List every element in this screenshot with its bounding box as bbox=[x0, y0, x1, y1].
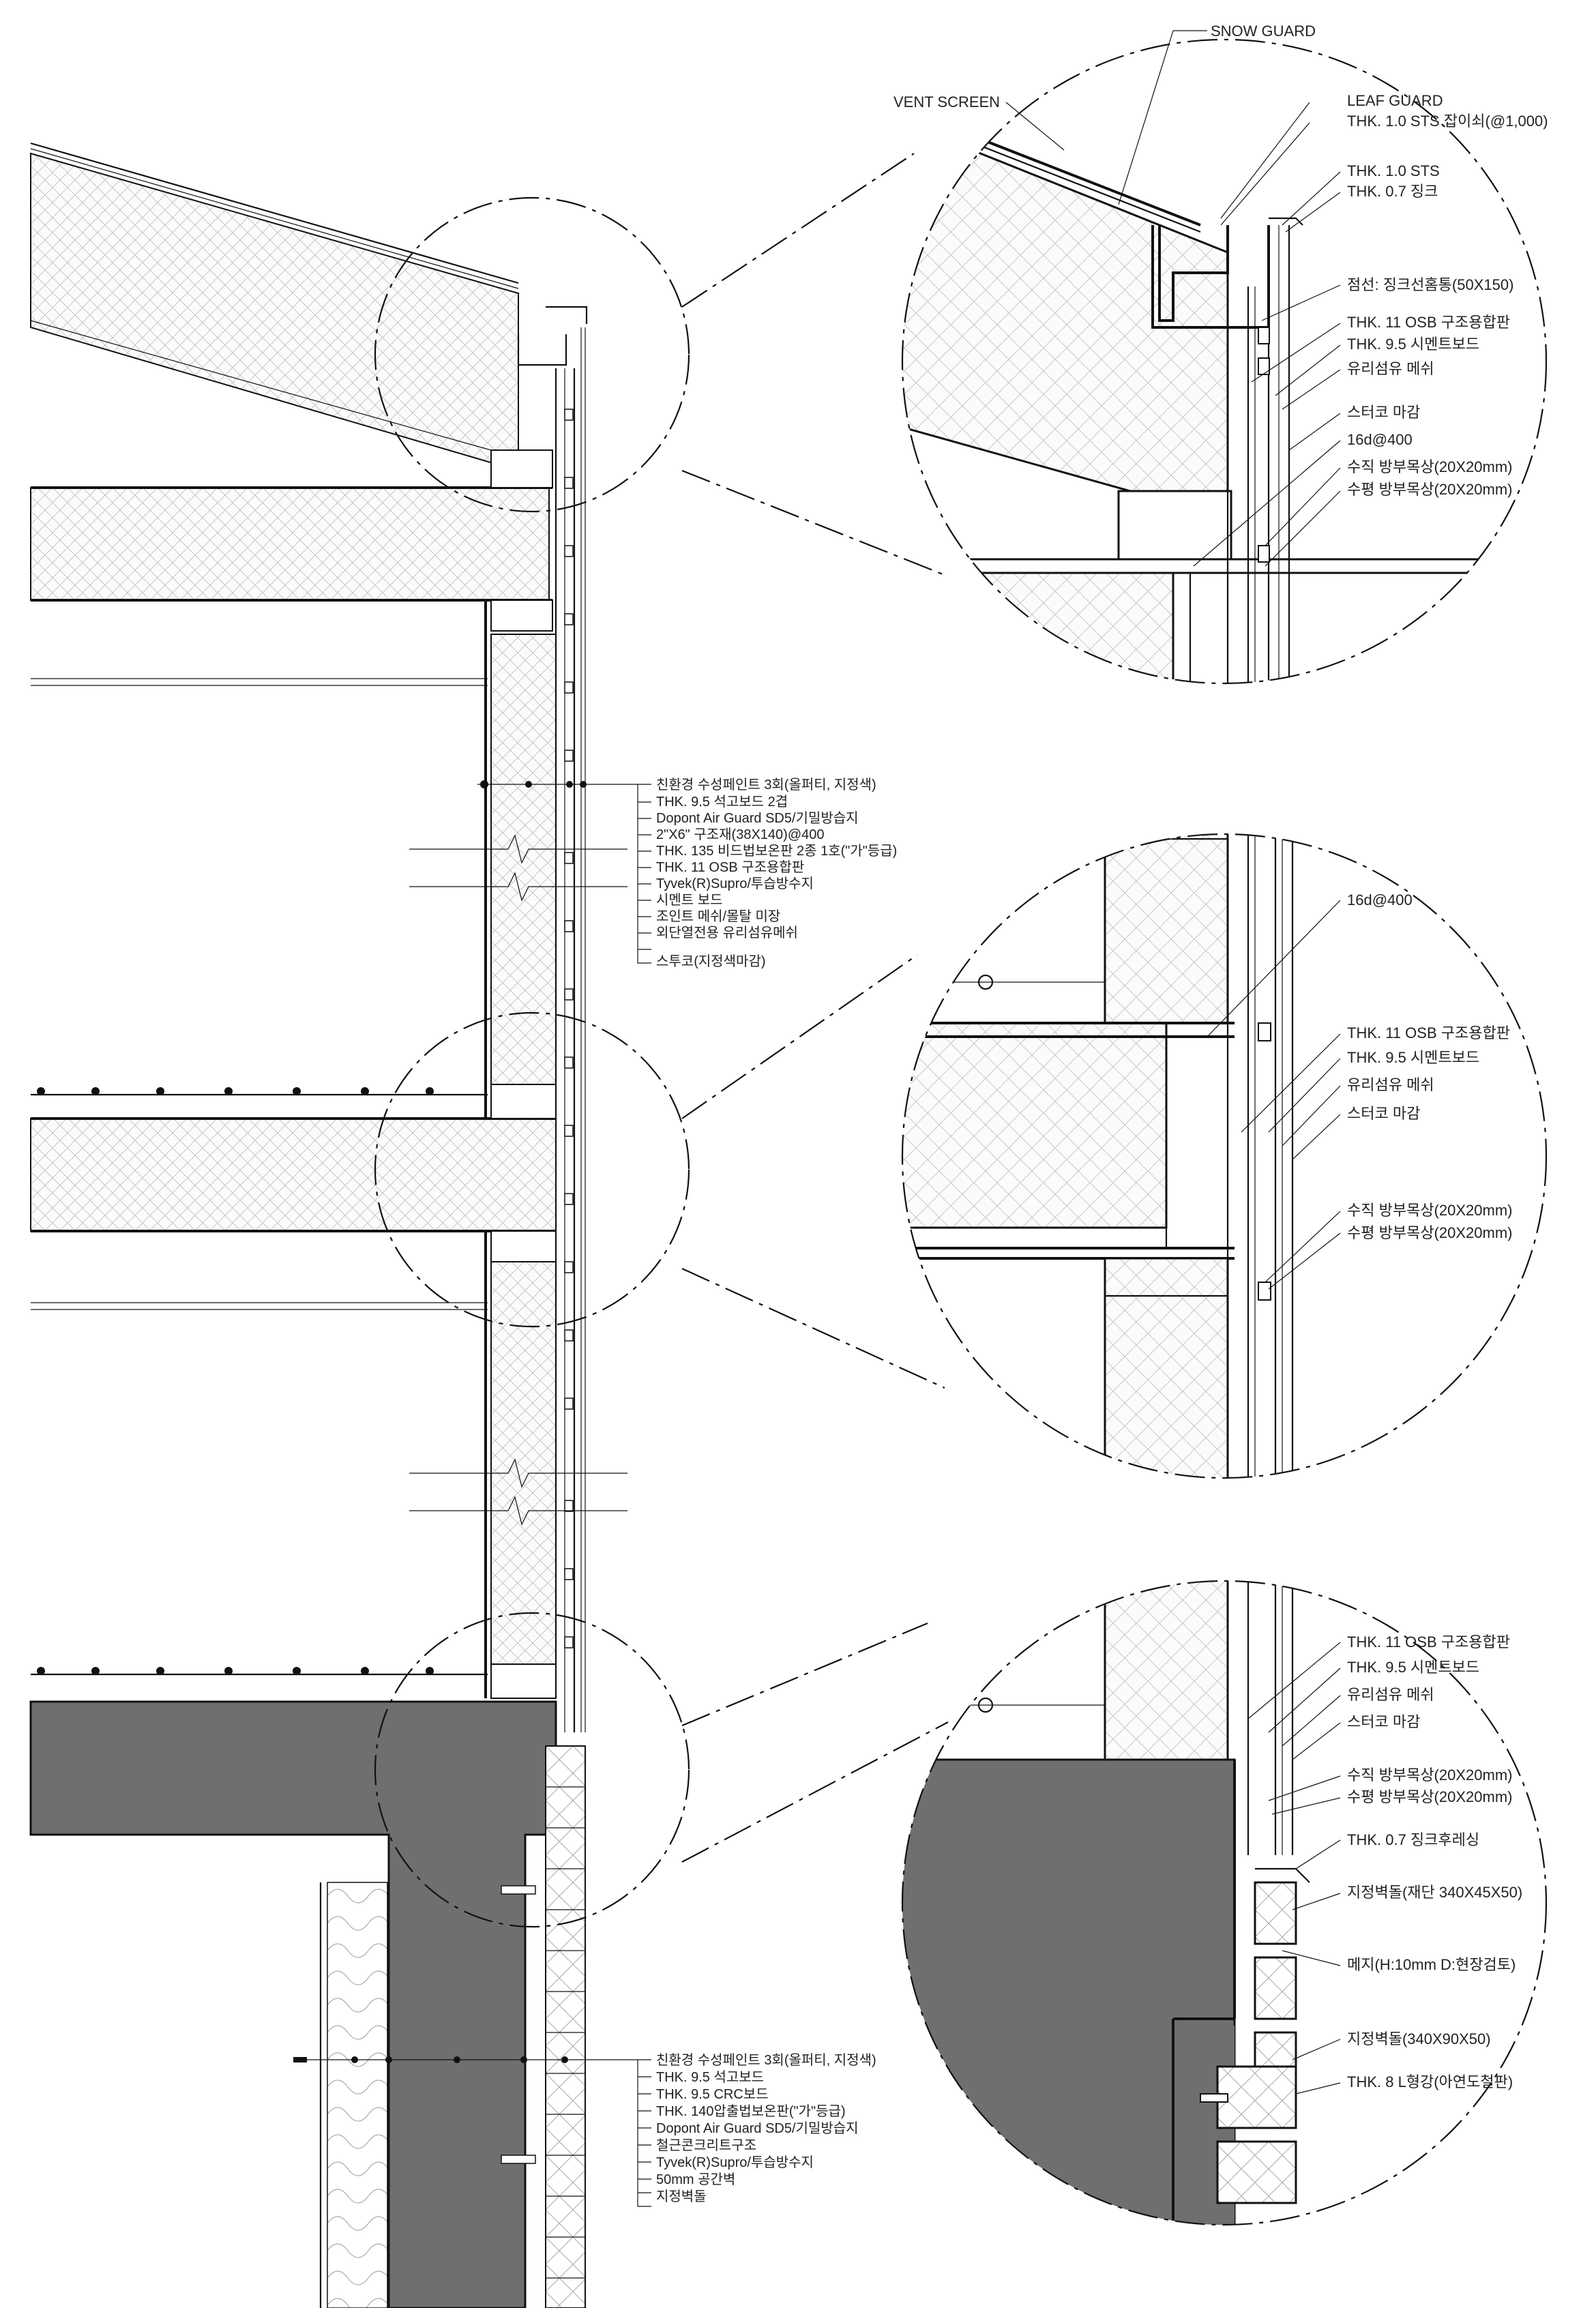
mid-floor-layer bbox=[30, 1118, 557, 1232]
roof-label-4: 점선: 징크선홈통(50X150) bbox=[1347, 276, 1513, 293]
roof-label-6: THK. 9.5 시멘트보드 bbox=[1347, 336, 1479, 353]
floor-label-0: 16d@400 bbox=[1347, 891, 1413, 908]
wall-label-2: Dopont Air Guard SD5/기밀방습지 bbox=[656, 810, 859, 826]
reference-circles bbox=[374, 153, 949, 1928]
wall-anchors bbox=[501, 1885, 536, 2164]
base-label-6: THK. 0.7 징크후레싱 bbox=[1347, 1831, 1479, 1848]
roof-label-1: THK. 1.0 STS 잡이쇠(@1,000) bbox=[1347, 113, 1548, 130]
basement-label-6: Tyvek(R)Supro/투습방수지 bbox=[656, 2155, 814, 2170]
base-label-0: THK. 11 OSB 구조용합판 bbox=[1347, 1633, 1510, 1651]
floor-label-2: THK. 9.5 시멘트보드 bbox=[1347, 1049, 1479, 1066]
base-label-4: 수직 방부목상(20X20mm) bbox=[1347, 1766, 1512, 1784]
basement-label-7: 50mm 공간벽 bbox=[656, 2172, 735, 2187]
wall-label-10: 스투코(지정색마감) bbox=[656, 953, 766, 969]
wall-label-0: 친환경 수성페인트 3회(올퍼티, 지정색) bbox=[656, 777, 876, 793]
roof-label-7: 유리섬유 메쉬 bbox=[1347, 360, 1434, 377]
roof-insulation bbox=[30, 152, 519, 472]
basement-label-0: 친환경 수성페인트 3회(올퍼티, 지정색) bbox=[656, 2052, 876, 2068]
base-label-2: 유리섬유 메쉬 bbox=[1347, 1686, 1434, 1703]
gutter bbox=[517, 334, 567, 366]
base-label-3: 스터코 마감 bbox=[1347, 1713, 1420, 1730]
basement-label-8: 지정벽돌 bbox=[656, 2189, 707, 2204]
roof-label-2: THK. 1.0 STS bbox=[1347, 162, 1440, 179]
roof-label-5: THK. 11 OSB 구조용합판 bbox=[1347, 314, 1510, 331]
base-label-5: 수평 방부목상(20X20mm) bbox=[1347, 1788, 1512, 1805]
roof-label-8: 스터코 마감 bbox=[1347, 404, 1420, 421]
wall-label-6: Tyvek(R)Supro/투습방수지 bbox=[656, 876, 814, 891]
floor-label-1: THK. 11 OSB 구조용합판 bbox=[1347, 1024, 1510, 1041]
floor-detail: 16d@400 THK. 11 OSB 구조용합판 THK. 9.5 시멘트보드… bbox=[901, 833, 1548, 1479]
brick-veneer bbox=[545, 1745, 586, 2308]
base-label-8: 메지(H:10mm D:현장검토) bbox=[1347, 1956, 1516, 1973]
wall-battens bbox=[564, 409, 574, 1648]
wall-label-7: 시멘트 보드 bbox=[656, 892, 723, 908]
wall-callout: 친환경 수성페인트 3회(올퍼티, 지정색) THK. 9.5 석고보드 2겹 … bbox=[477, 777, 897, 969]
roof-label-11: 수평 방부목상(20X20mm) bbox=[1347, 481, 1512, 498]
roof-label-0: LEAF GUARD bbox=[1347, 92, 1443, 109]
basement-label-4: Dopont Air Guard SD5/기밀방습지 bbox=[656, 2120, 859, 2136]
basement-callout: 친환경 수성페인트 3회(올퍼티, 지정색) THK. 9.5 석고보드 THK… bbox=[293, 2052, 876, 2207]
wall-label-3: 2"X6" 구조재(38X140)@400 bbox=[656, 827, 825, 842]
roof-label-10: 수직 방부목상(20X20mm) bbox=[1347, 458, 1512, 475]
wall-label-9: 외단열전용 유리섬유메쉬 bbox=[656, 925, 798, 941]
floor-label-5: 수직 방부목상(20X20mm) bbox=[1347, 1202, 1512, 1219]
floor-label-4: 스터코 마감 bbox=[1347, 1105, 1420, 1122]
floor-label-6: 수평 방부목상(20X20mm) bbox=[1347, 1224, 1512, 1241]
break-lines bbox=[409, 834, 627, 1526]
main-section bbox=[29, 142, 627, 2308]
wall-label-5: THK. 11 OSB 구조용합판 bbox=[656, 859, 804, 875]
concrete-structure bbox=[29, 1700, 557, 2308]
vent-screen-label: VENT SCREEN bbox=[893, 93, 1000, 110]
base-label-1: THK. 9.5 시멘트보드 bbox=[1347, 1659, 1479, 1676]
basement-label-5: 철근콘크리트구조 bbox=[656, 2137, 756, 2153]
roof-detail: SNOW GUARD VENT SCREEN LEAF GUARD THK. 1… bbox=[893, 23, 1548, 685]
wall-label-1: THK. 9.5 석고보드 2겹 bbox=[656, 794, 788, 810]
roof-label-3: THK. 0.7 징크 bbox=[1347, 183, 1438, 200]
basement-insulation bbox=[327, 1882, 388, 2308]
base-label-9: 지정벽돌(340X90X50) bbox=[1347, 2030, 1491, 2047]
wall-label-8: 조인트 메쉬/몰탈 미장 bbox=[656, 908, 780, 924]
roof-label-9: 16d@400 bbox=[1347, 431, 1413, 448]
basement-label-2: THK. 9.5 CRC보드 bbox=[656, 2087, 769, 2102]
base-label-7: 지정벽돌(재단 340X45X50) bbox=[1347, 1884, 1522, 1901]
floor-label-3: 유리섬유 메쉬 bbox=[1347, 1076, 1434, 1093]
basement-label-1: THK. 9.5 석고보드 bbox=[656, 2069, 764, 2085]
snow-guard-label: SNOW GUARD bbox=[1211, 23, 1316, 40]
roof-ceiling-layer bbox=[30, 487, 550, 601]
floor-nails bbox=[37, 1087, 434, 1095]
base-label-10: THK. 8 L형강(아연도철판) bbox=[1347, 2073, 1513, 2090]
base-detail: THK. 11 OSB 구조용합판 THK. 9.5 시멘트보드 유리섬유 메쉬… bbox=[901, 1580, 1548, 2226]
wall-label-4: THK. 135 비드법보온판 2종 1호("가"등급) bbox=[656, 843, 897, 859]
basement-label-3: THK. 140압출법보온판("가"등급) bbox=[656, 2103, 846, 2119]
